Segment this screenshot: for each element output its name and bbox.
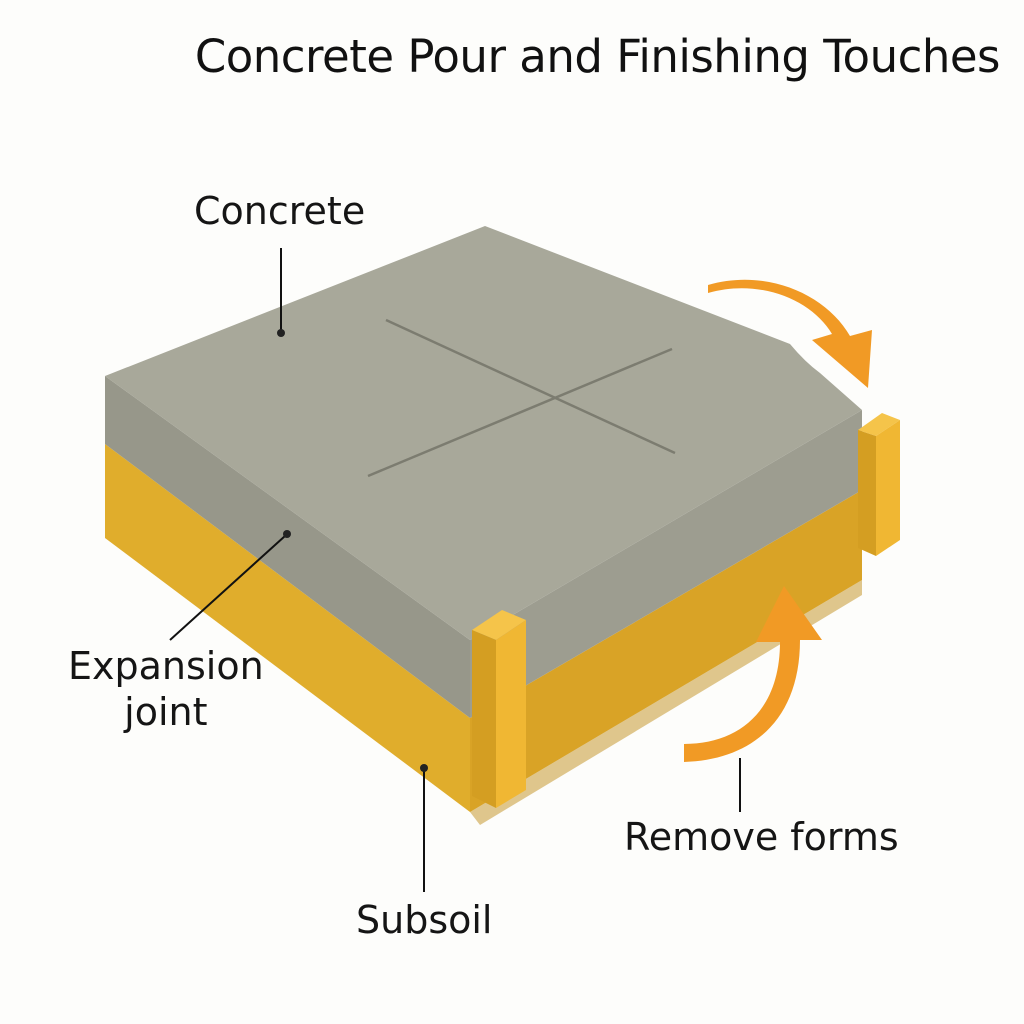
diagram-title: Concrete Pour and Finishing Touches	[194, 30, 1001, 83]
control-joint-line-2	[367, 347, 673, 478]
label-expansion-joint-line1: Expansion	[68, 644, 264, 688]
label-remove-forms: Remove forms	[624, 815, 899, 859]
leader-subsoil	[420, 764, 428, 892]
subsoil-right-face	[470, 490, 862, 812]
concrete-top-face	[105, 226, 862, 640]
label-concrete: Concrete	[194, 189, 366, 233]
label-expansion-joint-line2: joint	[124, 689, 208, 734]
leader-expansion-joint	[169, 530, 291, 641]
arrow-icon-remove-top	[708, 279, 872, 388]
concrete-slab	[105, 226, 862, 718]
label-subsoil: Subsoil	[356, 898, 493, 942]
concrete-left-face	[105, 376, 470, 718]
subsoil-left-face	[105, 444, 470, 812]
form-board-front	[472, 610, 526, 808]
form-board-right	[858, 413, 900, 556]
leader-concrete	[277, 248, 285, 337]
control-joint-line-1	[385, 318, 676, 455]
label-expansion-joint: Expansion joint	[68, 644, 264, 735]
arrow-icon-remove-bottom	[684, 586, 822, 762]
concrete-right-face	[470, 410, 862, 718]
